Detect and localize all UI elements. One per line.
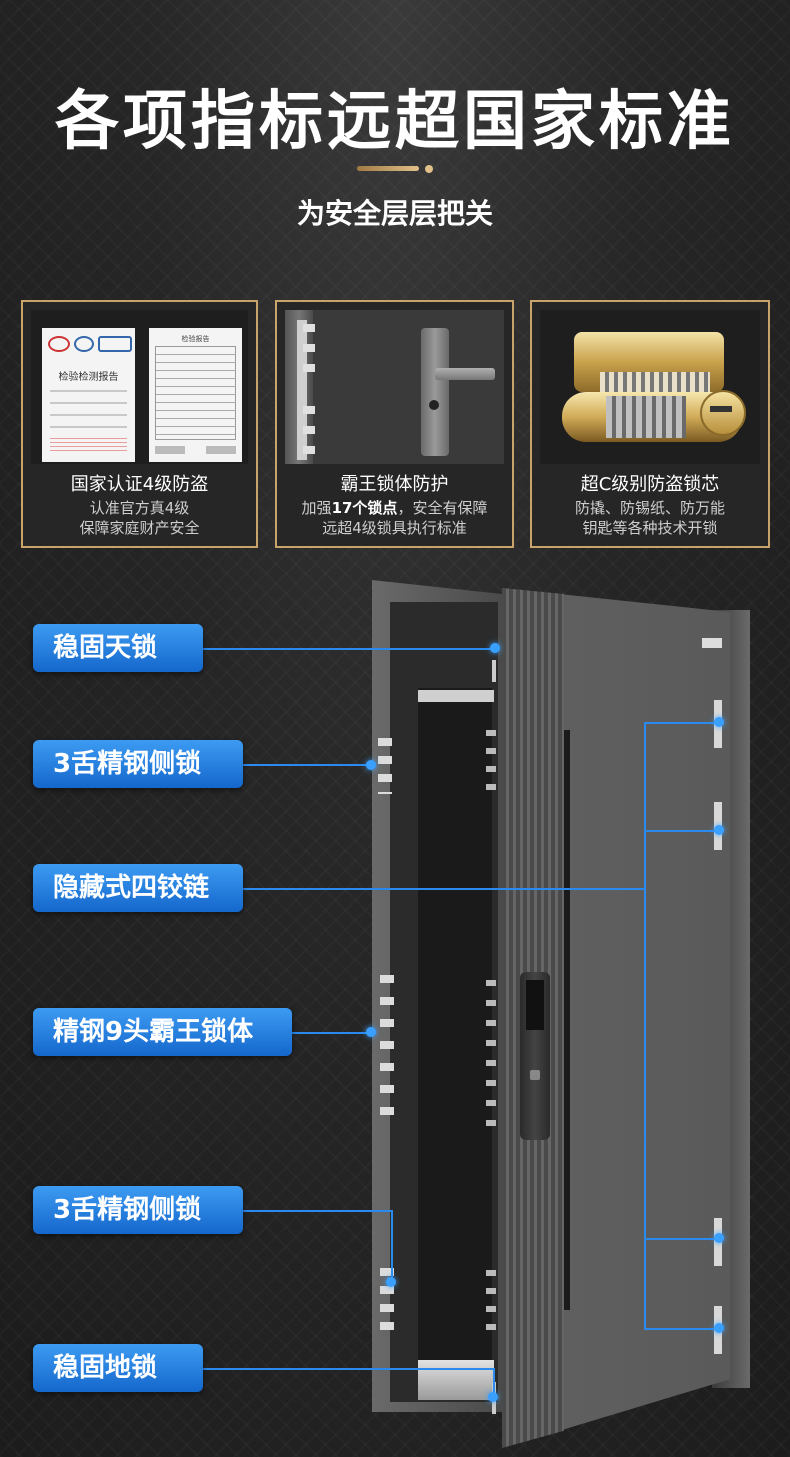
connector-line [292, 1032, 372, 1034]
callout-dot [490, 643, 500, 653]
callout-dot [714, 825, 724, 835]
callout-hidden-hinges: 隐藏式四铰链 [33, 864, 243, 912]
page-subtitle: 为安全层层把关 [296, 197, 493, 230]
connector-line [203, 648, 495, 650]
card-line-1: 防撬、防锡纸、防万能 [574, 499, 725, 517]
feature-card-lock-cylinder: 超C级别防盗锁芯 防撬、防锡纸、防万能 钥匙等各种技术开锁 [530, 300, 770, 548]
report2-heading: 检验报告 [181, 335, 210, 343]
connector-line [243, 1210, 393, 1212]
callout-lock-body: 精钢9头霸王锁体 [33, 1008, 292, 1056]
feature-card-certification: 检验检测报告 检验报告 国家认证4级防盗 认准官方真4级 保障家庭财产安全 [21, 300, 258, 548]
lock-cylinder-image [540, 310, 760, 464]
card-line-2: 保障家庭财产安全 [79, 519, 200, 537]
connector-line [644, 830, 720, 832]
report-heading: 检验检测报告 [58, 372, 119, 383]
lock-body-image [285, 310, 504, 464]
card-title: 超C级别防盗锁芯 [580, 474, 720, 495]
connector-line [391, 1210, 393, 1282]
callout-top-lock: 稳固天锁 [33, 624, 203, 672]
callout-floor-lock: 稳固地锁 [33, 1344, 203, 1392]
door-handle-plate [421, 328, 449, 456]
door-illustration [372, 580, 752, 1448]
callout-dot [366, 760, 376, 770]
certificate-image: 检验检测报告 检验报告 [31, 310, 248, 464]
connector-line [493, 1368, 495, 1396]
card-title: 国家认证4级防盗 [70, 474, 209, 495]
report-document: 检验检测报告 [42, 328, 135, 462]
card-title: 霸王锁体防护 [340, 474, 449, 495]
callout-dot [714, 717, 724, 727]
door-handle-lever [435, 368, 495, 380]
card-line-1: 加强17个锁点，安全有保障 [301, 499, 488, 517]
feature-card-lock-body: 霸王锁体防护 加强17个锁点，安全有保障 远超4级锁具执行标准 [275, 300, 514, 548]
card-line-2: 钥匙等各种技术开锁 [582, 519, 718, 537]
connector-line [644, 722, 646, 1330]
connector-line [203, 1368, 495, 1370]
callout-dot [714, 1233, 724, 1243]
connector-line [644, 1328, 720, 1330]
card-line-1: 认准官方真4级 [89, 499, 190, 517]
callout-dot [488, 1392, 498, 1402]
card-line-2: 远超4级锁具执行标准 [322, 519, 467, 537]
key-icon [700, 390, 746, 436]
lock-points-highlight: 17个锁点 [331, 499, 398, 517]
connector-line [243, 888, 645, 890]
callout-dot [386, 1277, 396, 1287]
connector-line [644, 1238, 720, 1240]
page-title: 各项指标远超国家标准 [55, 85, 735, 159]
callout-dot [366, 1027, 376, 1037]
callout-side-lock-upper: 3舌精钢侧锁 [33, 740, 243, 788]
connector-line [644, 722, 720, 724]
callout-side-lock-lower: 3舌精钢侧锁 [33, 1186, 243, 1234]
callout-dot [714, 1323, 724, 1333]
title-divider [357, 165, 437, 173]
connector-line [243, 764, 371, 766]
report-table-document: 检验报告 [149, 328, 242, 462]
